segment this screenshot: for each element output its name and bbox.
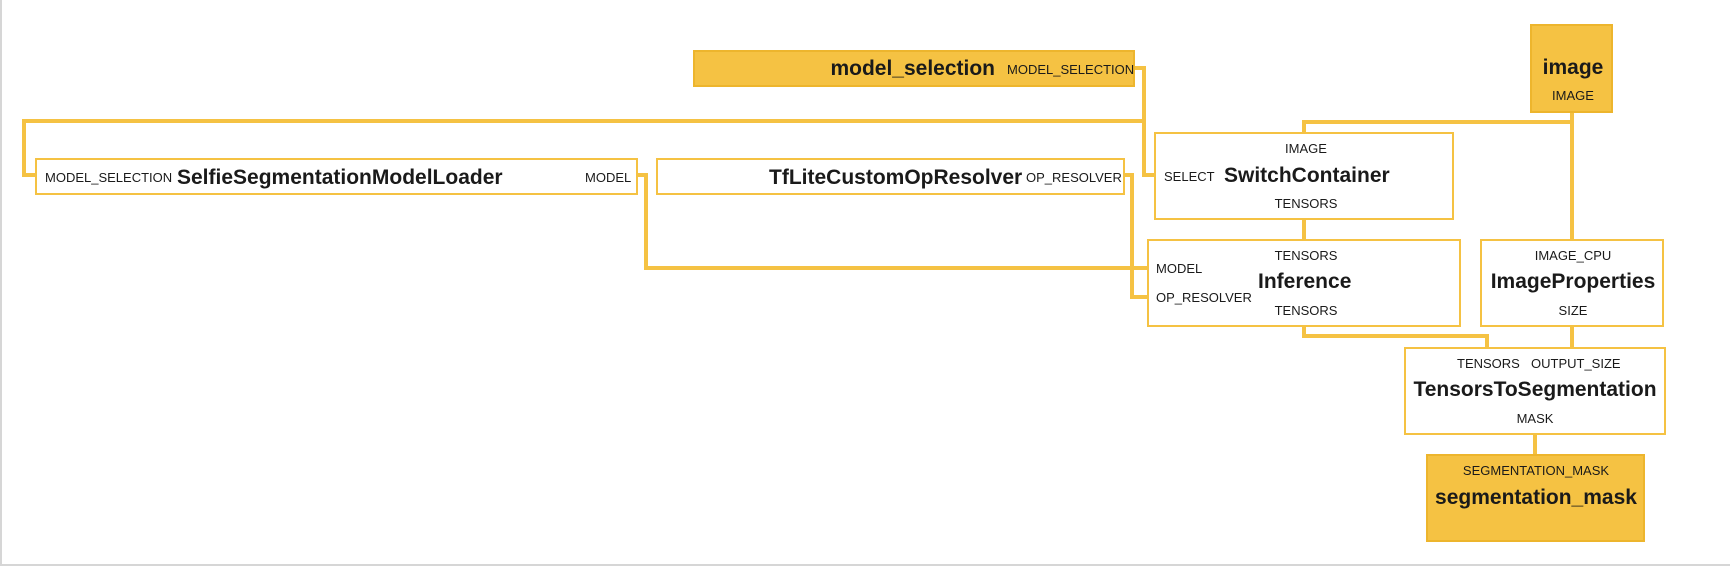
edge-op-resolver-to-inference [1124,173,1148,299]
tensors-to-segmentation-node[interactable]: TENSORS OUTPUT_SIZE TensorsToSegmentatio… [1404,347,1666,435]
inference-node[interactable]: TENSORS MODEL Inference OP_RESOLVER TENS… [1147,239,1461,327]
inference-label: Inference [1258,270,1352,293]
switch-container-node[interactable]: IMAGE SELECT SwitchContainer TENSORS [1154,132,1454,220]
op-resolver-port-out: OP_RESOLVER [1026,170,1122,185]
canvas-left-border [0,0,2,566]
op-resolver-label: TfLiteCustomOpResolver [769,166,1023,189]
loader-port-in: MODEL_SELECTION [45,170,173,185]
inference-port-bottom: TENSORS [1274,303,1338,318]
switch-port-left: SELECT [1164,169,1215,184]
edge-model-selection-to-switch [1142,121,1156,177]
segmentation-mask-port-in: SEGMENTATION_MASK [1462,463,1610,478]
image-properties-port-bottom: SIZE [1558,303,1588,318]
model-selection-label: model_selection [830,57,995,80]
switch-port-top: IMAGE [1285,141,1327,156]
model-selection-input-node[interactable]: model_selection MODEL_SELECTION [693,50,1135,87]
image-label: image [1542,56,1604,79]
image-properties-node[interactable]: IMAGE_CPU ImageProperties SIZE [1480,239,1664,327]
tts-label: TensorsToSegmentation [1413,378,1657,401]
switch-label: SwitchContainer [1224,164,1390,187]
image-properties-port-top: IMAGE_CPU [1534,248,1612,263]
tts-port-tensors: TENSORS [1457,356,1520,371]
segmentation-mask-output-node[interactable]: SEGMENTATION_MASK segmentation_mask [1426,454,1645,542]
segmentation-mask-label: segmentation_mask [1435,486,1637,509]
tts-port-output-size: OUTPUT_SIZE [1531,356,1621,371]
edge-model-selection-to-loader [22,66,1146,177]
image-input-node[interactable]: image IMAGE [1530,24,1613,113]
selfie-segmentation-model-loader-node[interactable]: MODEL_SELECTION SelfieSegmentationModelL… [35,158,638,195]
model-selection-port-out: MODEL_SELECTION [1007,62,1135,77]
edge-inference-tensors-to-tensors-to-seg [1302,326,1489,348]
tts-port-bottom: MASK [1516,411,1554,426]
image-port-out: IMAGE [1552,88,1594,103]
inference-port-top: TENSORS [1274,248,1338,263]
edge-loader-model-to-inference [636,173,1148,270]
inference-port-op-resolver: OP_RESOLVER [1156,290,1252,305]
image-properties-label: ImageProperties [1490,270,1656,293]
loader-port-out: MODEL [585,170,632,185]
canvas-bottom-border [0,564,1730,566]
tflite-custom-op-resolver-node[interactable]: TfLiteCustomOpResolver OP_RESOLVER [656,158,1125,195]
switch-port-bottom: TENSORS [1274,196,1338,211]
loader-label: SelfieSegmentationModelLoader [177,166,503,189]
inference-port-model: MODEL [1156,261,1203,276]
